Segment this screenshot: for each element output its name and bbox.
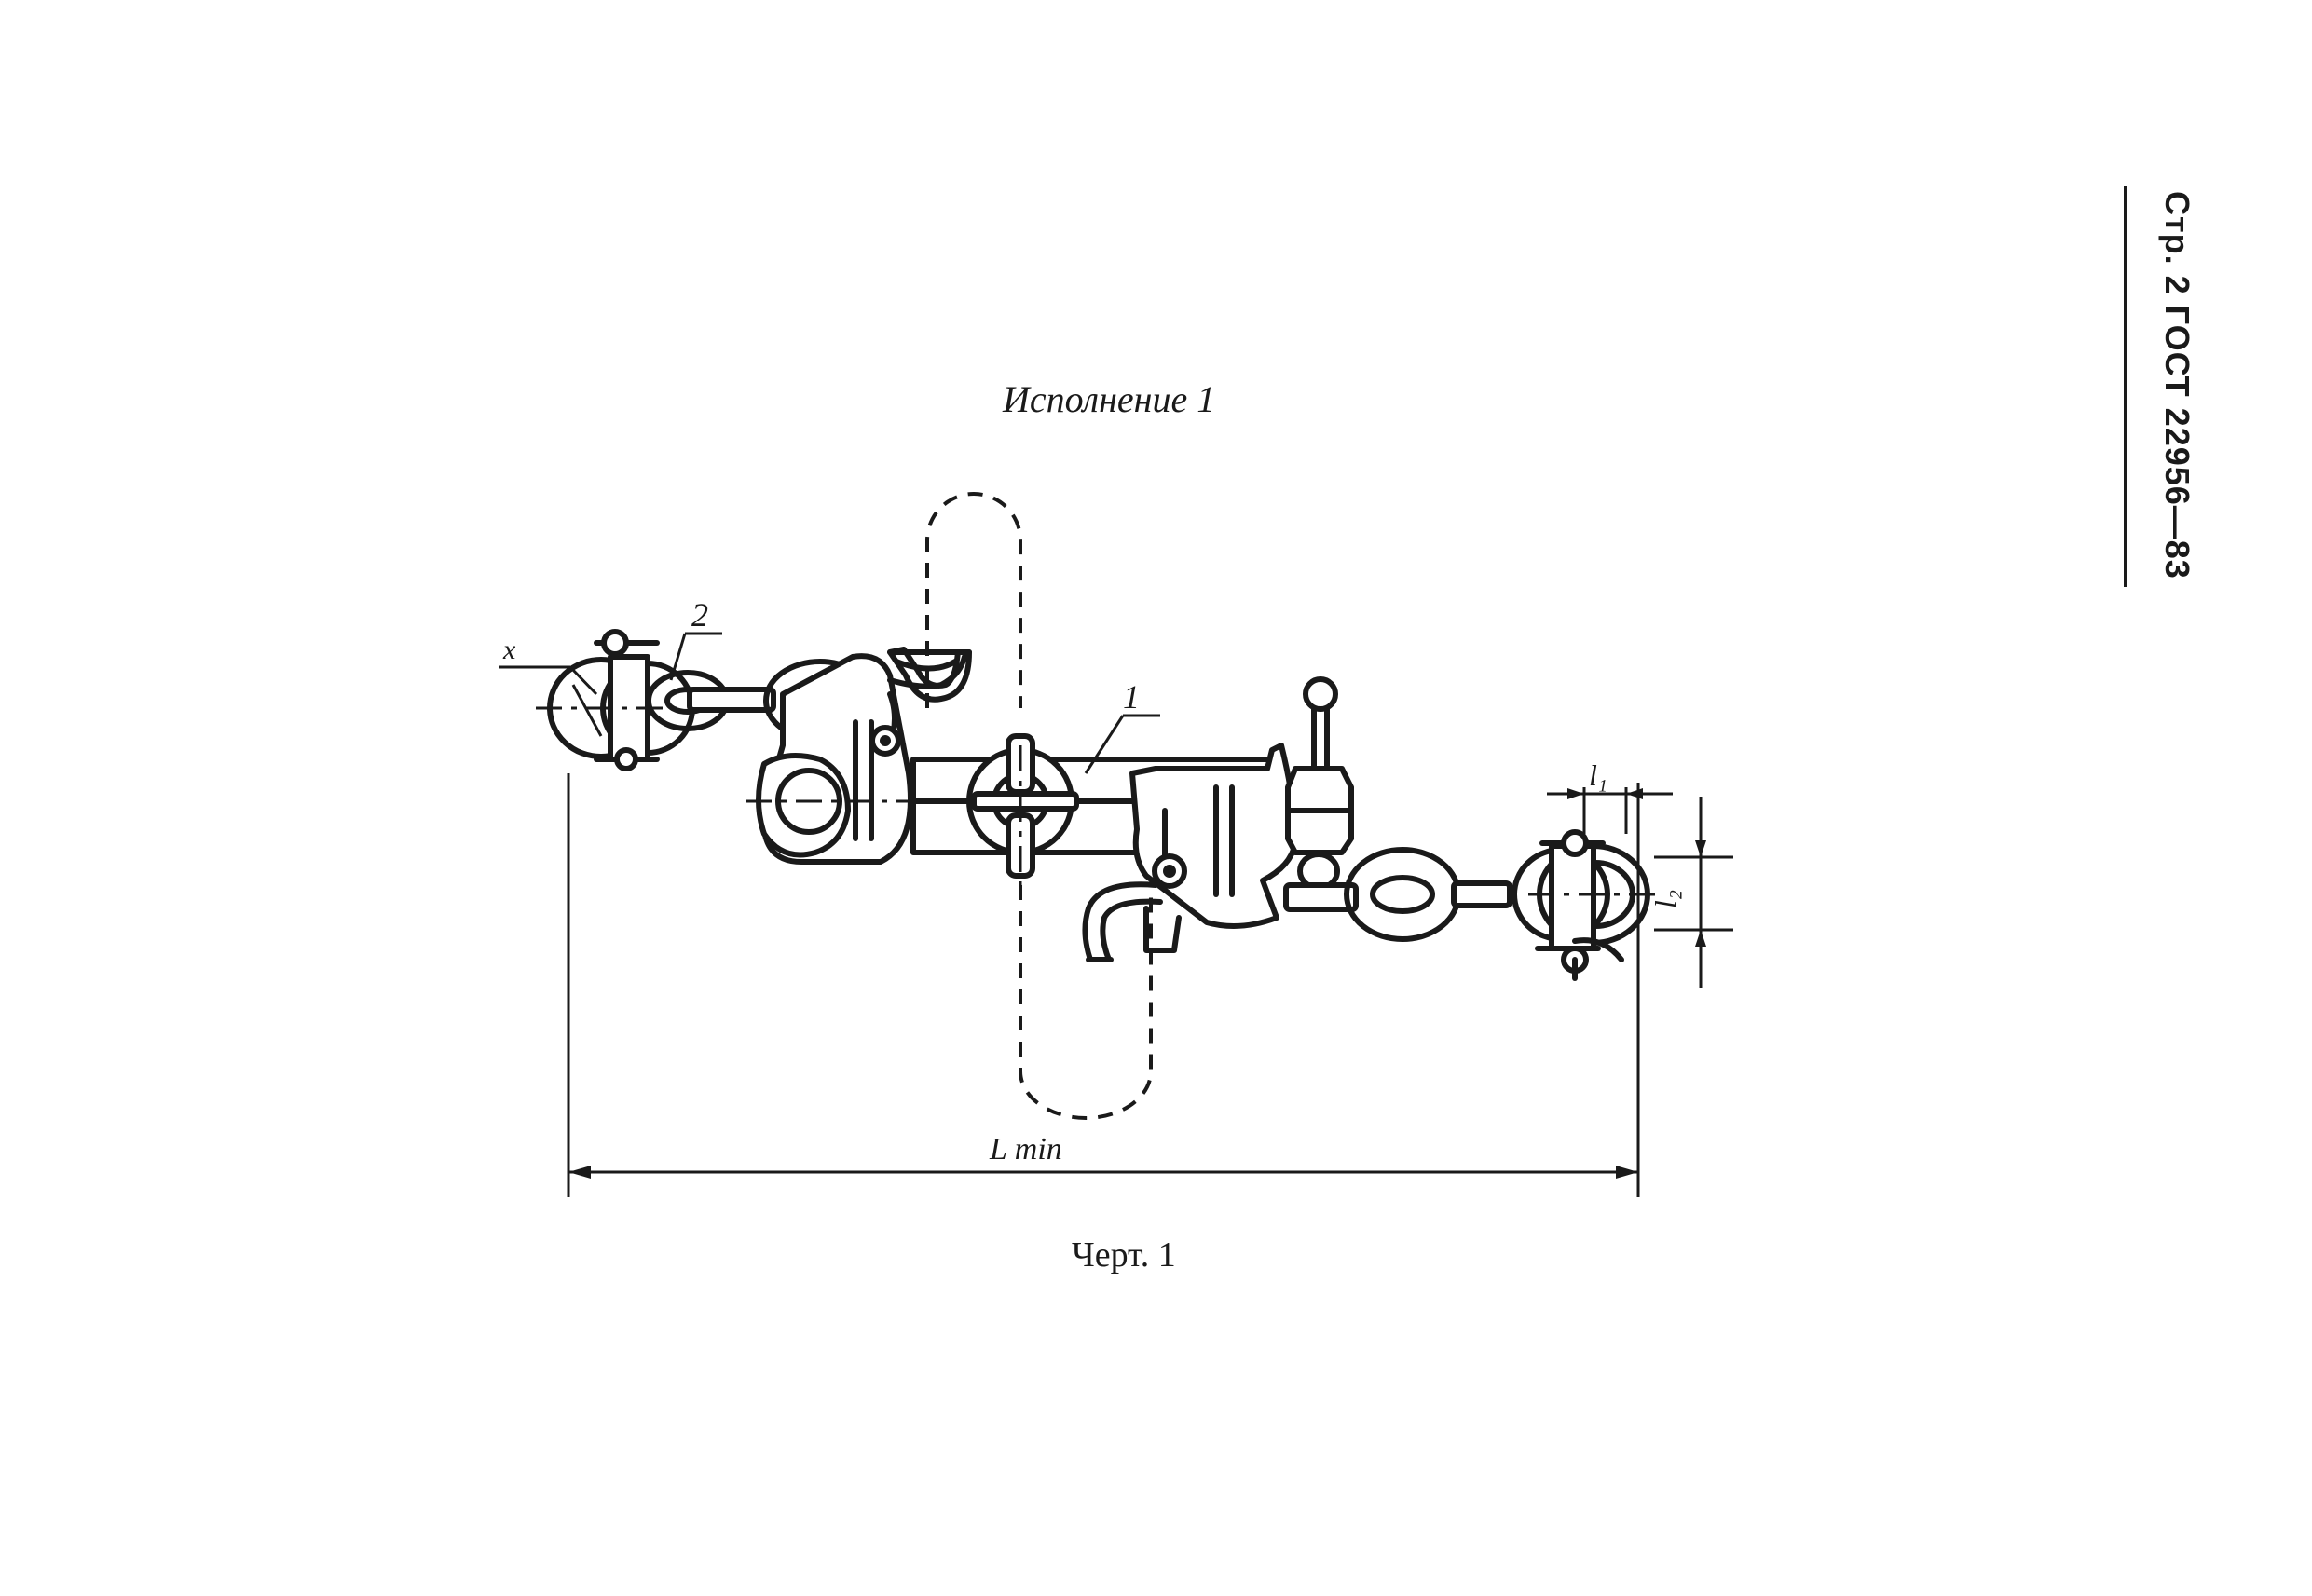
page-header: Стр. 2 ГОСТ 22956—83 (2158, 191, 2196, 580)
dimension-l2-label: l₂ (1648, 890, 1682, 908)
right-shackle (1512, 829, 1650, 981)
callout-2: 2 (669, 596, 722, 681)
figure-caption: Черт. 1 (1072, 1235, 1176, 1275)
callout-1-label: 1 (1123, 678, 1140, 716)
callout-2-label: 2 (691, 596, 708, 634)
dimension-lmin-label: L min (989, 1132, 1062, 1166)
lever-knob (1285, 676, 1354, 891)
dashed-handle-lower (1019, 885, 1153, 1120)
dimension-l1: l₁ (1547, 758, 1673, 834)
header-rule (2124, 186, 2127, 587)
callout-1: 1 (1084, 678, 1160, 774)
upper-hook (887, 647, 972, 703)
right-chain (1283, 847, 1512, 942)
dimension-l1-label: l₁ (1589, 758, 1607, 792)
left-hook-body (756, 653, 967, 865)
dimension-lmin: L min (567, 773, 1640, 1197)
left-shackle (547, 629, 695, 771)
drawing-heading: Исполнение 1 (1003, 378, 1216, 420)
callout-x-label: х (502, 634, 516, 665)
dashed-handle-upper (925, 492, 1022, 708)
dimension-l2: l₂ (1648, 797, 1733, 988)
lower-hook (1082, 881, 1182, 962)
callout-x: х (499, 634, 598, 696)
